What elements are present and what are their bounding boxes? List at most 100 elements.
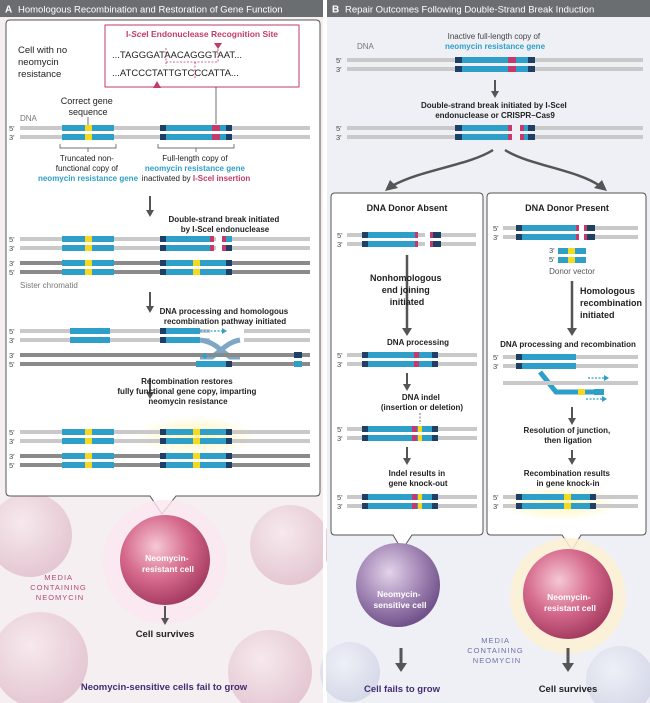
step-2-label: DNA processing and homologous recombinat… <box>160 307 291 326</box>
truncated-brace <box>59 144 117 152</box>
sequence-top-strand: ...TAGGGATAACAGGGTAAT... <box>112 50 242 61</box>
svg-text:5': 5' <box>337 351 343 360</box>
svg-text:3': 3' <box>9 133 15 142</box>
correct-gene-label: Correct gene sequence <box>61 96 116 117</box>
present-dna-processing: 5'3' <box>493 353 638 402</box>
media-label: MEDIA CONTAINING NEOMYCIN <box>30 573 90 602</box>
restored-gene-glow <box>134 416 258 456</box>
truncated-label: Truncated non- functional copy of neomyc… <box>38 154 139 183</box>
panel-b-dna-row-1: 5' 3' <box>336 56 643 74</box>
resistant-cell-b-label: Neomycin- resistant cell <box>544 592 596 613</box>
dna-row-2-broken: 5' 3' <box>9 235 310 253</box>
svg-text:3': 3' <box>336 133 342 142</box>
donor-absent-box <box>330 192 484 551</box>
sequence-bottom-strand: ...ATCCCTATTGTCCCATTA... <box>112 68 239 79</box>
neomycin-resistant-cell <box>120 515 210 605</box>
svg-text:3': 3' <box>493 233 499 242</box>
donor-absent-title: DNA Donor Absent <box>367 203 448 213</box>
svg-text:5': 5' <box>9 327 15 336</box>
recognition-site-box <box>104 24 300 88</box>
fulllength-brace <box>157 144 235 152</box>
media-label-b: MEDIA CONTAINING NEOMYCIN <box>467 636 527 665</box>
svg-text:3': 3' <box>9 259 15 268</box>
dsb-label: Double-strand break initiated by I-SceI … <box>421 101 569 120</box>
step-3-label: Recombination restores fully functional … <box>117 377 258 406</box>
svg-text:3': 3' <box>493 502 499 511</box>
ghost-cell <box>0 612 88 703</box>
donor-present-title: DNA Donor Present <box>525 203 609 213</box>
absent-dna-indel: 5'3' <box>337 425 477 443</box>
panel-b-dna-row-broken: 5' 3' <box>336 124 643 142</box>
svg-text:3': 3' <box>337 502 343 511</box>
sensitive-cell <box>356 543 440 627</box>
ghost-cell <box>250 505 330 585</box>
svg-text:5': 5' <box>9 268 15 277</box>
ghost-cell <box>228 630 312 703</box>
branch-arrow-left <box>391 148 494 188</box>
ghost-cell <box>320 642 380 702</box>
donor-vector: 3'5' <box>549 246 586 264</box>
svg-text:3': 3' <box>337 434 343 443</box>
recognition-site-title: I-SceI Endonuclease Recognition Site <box>126 29 278 39</box>
dna-row-1: 5' 3' <box>9 124 310 142</box>
svg-text:5': 5' <box>336 56 342 65</box>
svg-text:3': 3' <box>9 452 15 461</box>
svg-text:3': 3' <box>549 246 555 255</box>
panel-b-inactive-label: Inactive full-length copy of neomycin re… <box>445 32 546 51</box>
svg-text:3': 3' <box>9 351 15 360</box>
panel-a-header <box>0 0 323 17</box>
svg-text:5': 5' <box>337 231 343 240</box>
cut-marker-top <box>214 43 222 49</box>
resistant-cell-label: Neomycin- resistant cell <box>142 553 194 574</box>
absent-processing-label: DNA processing <box>387 338 449 347</box>
ghost-cell <box>0 493 72 577</box>
hr-label: Homologous recombination initiated <box>580 286 645 320</box>
cut-marker-bottom <box>153 81 161 88</box>
absent-dna-broken: 5'3' <box>337 231 476 249</box>
dna-strand-invasion: 5' 3' 3' 5' <box>9 327 310 369</box>
svg-text:5': 5' <box>9 124 15 133</box>
dna-label: DNA <box>20 114 38 123</box>
present-dna-broken: 5'3' <box>493 224 638 242</box>
ghost-cell <box>586 646 650 703</box>
knockin-label: Recombination results in gene knock-in <box>524 469 612 488</box>
sister-chromatid: 3' 5' <box>9 259 310 277</box>
svg-text:5': 5' <box>337 425 343 434</box>
panel-b-title: Repair Outcomes Following Double-Strand … <box>345 5 594 16</box>
svg-text:5': 5' <box>493 224 499 233</box>
indel-label: DNA indel (insertion or deletion) <box>381 393 464 412</box>
absent-dna-knockout: 5'3' <box>337 493 477 511</box>
present-processing-label: DNA processing and recombination <box>500 340 636 349</box>
present-dna-knockin: 5'3' <box>493 493 638 511</box>
knockout-label: Indel results in gene knock-out <box>388 469 447 488</box>
sensitive-cell-label: Neomycin- sensitive cell <box>374 589 427 610</box>
neomycin-resistant-cell-b <box>523 549 613 639</box>
svg-text:5': 5' <box>549 255 555 264</box>
svg-text:5': 5' <box>9 360 15 369</box>
cell-survives-label: Cell survives <box>136 629 195 640</box>
svg-text:3': 3' <box>493 362 499 371</box>
panel-a-title: Homologous Recombination and Restoration… <box>18 5 283 16</box>
panel-b-header <box>327 0 650 17</box>
cell-no-resistance-label: Cell with no neomycin resistance <box>18 45 70 80</box>
resolution-label: Resolution of junction, then ligation <box>524 426 613 445</box>
branch-arrow-right <box>504 148 601 188</box>
svg-text:5': 5' <box>9 461 15 470</box>
dna-row-restored: 5' 3' <box>9 428 310 446</box>
svg-text:3': 3' <box>337 240 343 249</box>
donor-vector-label: Donor vector <box>549 267 595 276</box>
cell-survives-b-label: Cell survives <box>539 684 598 695</box>
step-1-label: Double-strand break initiated by I-SceI … <box>169 215 282 234</box>
svg-text:5': 5' <box>9 428 15 437</box>
cell-fails-label: Cell fails to grow <box>364 684 441 695</box>
panel-b-letter: B <box>332 5 339 16</box>
sensitive-fail-label: Neomycin-sensitive cells fail to grow <box>81 682 248 693</box>
svg-text:5': 5' <box>336 124 342 133</box>
svg-text:3': 3' <box>9 336 15 345</box>
svg-text:5': 5' <box>493 493 499 502</box>
svg-text:3': 3' <box>337 360 343 369</box>
panel-b-dna-label: DNA <box>357 42 375 51</box>
cut-site-dashed-line <box>165 48 219 78</box>
svg-text:5': 5' <box>337 493 343 502</box>
